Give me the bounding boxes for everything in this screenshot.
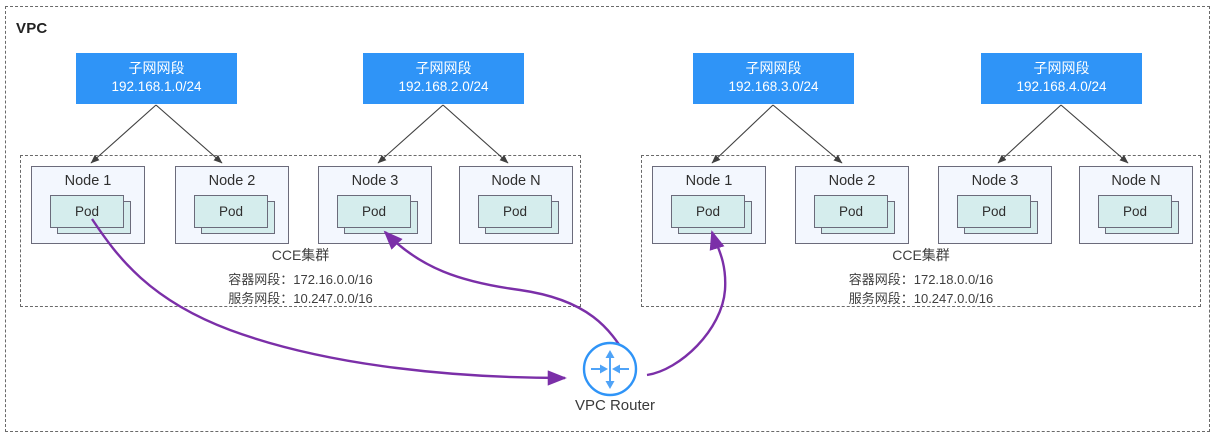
cce-cluster-1 bbox=[20, 155, 581, 307]
node-label-c2-n4: Node N bbox=[1111, 173, 1161, 189]
pod-stack-c2-n4[interactable]: Pod bbox=[1098, 195, 1180, 235]
vpc-boundary bbox=[5, 6, 1210, 432]
node-box-c1-n1[interactable]: Node 1 Pod bbox=[31, 166, 145, 244]
cce-cluster-2 bbox=[641, 155, 1201, 307]
node-box-c1-n2[interactable]: Node 2 Pod bbox=[175, 166, 289, 244]
pod-front-c1-n3: Pod bbox=[337, 195, 411, 228]
subnet-box-2[interactable]: 子网网段 192.168.2.0/24 bbox=[363, 53, 524, 104]
node-box-c2-n4[interactable]: Node N Pod bbox=[1079, 166, 1193, 244]
subnet-box-4[interactable]: 子网网段 192.168.4.0/24 bbox=[981, 53, 1142, 104]
subnet-name-4: 子网网段 bbox=[1033, 60, 1090, 76]
node-box-c2-n2[interactable]: Node 2 Pod bbox=[795, 166, 909, 244]
router-icon[interactable] bbox=[582, 341, 638, 397]
pod-front-c1-n1: Pod bbox=[50, 195, 124, 228]
node-label-c1-n4: Node N bbox=[491, 173, 541, 189]
node-box-c2-n1[interactable]: Node 1 Pod bbox=[652, 166, 766, 244]
pod-front-c1-n4: Pod bbox=[478, 195, 552, 228]
subnet-name-3: 子网网段 bbox=[745, 60, 802, 76]
node-label-c2-n2: Node 2 bbox=[828, 173, 876, 189]
node-label-c2-n3: Node 3 bbox=[971, 173, 1019, 189]
flow-router-to-node3 bbox=[383, 230, 628, 356]
subnet-box-3[interactable]: 子网网段 192.168.3.0/24 bbox=[693, 53, 854, 104]
node-label-c1-n3: Node 3 bbox=[351, 173, 399, 189]
link-subnet1-nodes bbox=[90, 104, 223, 164]
link-subnet2-nodes bbox=[377, 104, 509, 164]
node-box-c1-n3[interactable]: Node 3 Pod bbox=[318, 166, 432, 244]
pod-stack-c1-n4[interactable]: Pod bbox=[478, 195, 560, 235]
pod-stack-c2-n2[interactable]: Pod bbox=[814, 195, 896, 235]
cluster-1-title: CCE集群 bbox=[271, 247, 330, 263]
node-box-c2-n3[interactable]: Node 3 Pod bbox=[938, 166, 1052, 244]
node-box-c1-n4[interactable]: Node N Pod bbox=[459, 166, 573, 244]
router-label: VPC Router bbox=[574, 397, 656, 414]
pod-front-c2-n1: Pod bbox=[671, 195, 745, 228]
pod-front-c2-n2: Pod bbox=[814, 195, 888, 228]
subnet-cidr-2: 192.168.2.0/24 bbox=[398, 78, 489, 94]
pod-stack-c2-n3[interactable]: Pod bbox=[957, 195, 1039, 235]
subnet-cidr-4: 192.168.4.0/24 bbox=[1016, 78, 1107, 94]
pod-stack-c1-n2[interactable]: Pod bbox=[194, 195, 276, 235]
subnet-cidr-3: 192.168.3.0/24 bbox=[728, 78, 819, 94]
pod-stack-c1-n3[interactable]: Pod bbox=[337, 195, 419, 235]
vpc-label: VPC bbox=[16, 20, 48, 37]
cluster-2-title: CCE集群 bbox=[892, 247, 950, 263]
flow-node1-to-router bbox=[91, 218, 567, 386]
node-label-c1-n2: Node 2 bbox=[208, 173, 256, 189]
cluster-2-service-cidr: 服务网段：10.247.0.0/16 bbox=[848, 291, 994, 306]
pod-stack-c2-n1[interactable]: Pod bbox=[671, 195, 753, 235]
cluster-1-container-cidr: 容器网段：172.16.0.0/16 bbox=[228, 272, 373, 287]
link-subnet3-nodes bbox=[711, 104, 843, 164]
node-label-c2-n1: Node 1 bbox=[685, 173, 733, 189]
subnet-box-1[interactable]: 子网网段 192.168.1.0/24 bbox=[76, 53, 237, 104]
subnet-name-1: 子网网段 bbox=[128, 60, 185, 76]
cluster-1-service-cidr: 服务网段：10.247.0.0/16 bbox=[228, 291, 373, 306]
flow-router-to-cluster2-node1 bbox=[646, 230, 727, 377]
link-subnet4-nodes bbox=[997, 104, 1129, 164]
subnet-name-2: 子网网段 bbox=[415, 60, 472, 76]
node-label-c1-n1: Node 1 bbox=[64, 173, 112, 189]
pod-front-c2-n4: Pod bbox=[1098, 195, 1172, 228]
pod-stack-c1-n1[interactable]: Pod bbox=[50, 195, 132, 235]
cluster-2-container-cidr: 容器网段：172.18.0.0/16 bbox=[848, 272, 994, 287]
subnet-cidr-1: 192.168.1.0/24 bbox=[111, 78, 202, 94]
pod-front-c1-n2: Pod bbox=[194, 195, 268, 228]
pod-front-c2-n3: Pod bbox=[957, 195, 1031, 228]
